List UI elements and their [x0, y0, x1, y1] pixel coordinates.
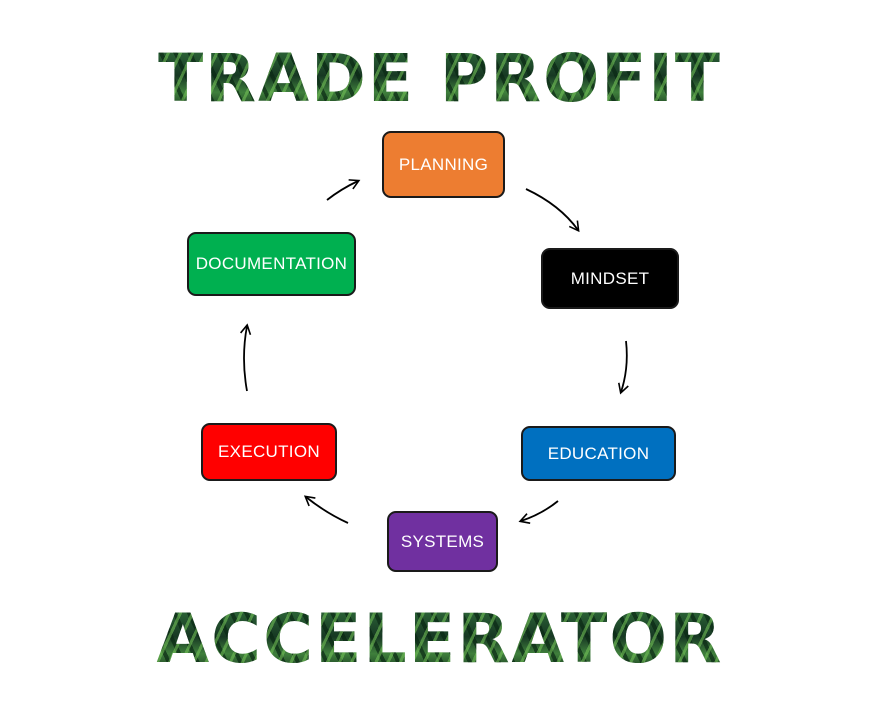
- arrow-execution-to-documentation: [239, 323, 252, 392]
- node-execution: EXECUTION: [201, 423, 337, 481]
- node-planning: PLANNING: [382, 131, 505, 198]
- node-documentation: DOCUMENTATION: [187, 232, 356, 296]
- arrow-mindset-to-education: [617, 340, 629, 395]
- arrow-planning-to-mindset: [525, 188, 580, 233]
- arrow-documentation-to-planning: [326, 179, 361, 201]
- node-education: EDUCATION: [521, 426, 676, 481]
- node-systems: SYSTEMS: [387, 511, 498, 572]
- node-mindset: MINDSET: [541, 248, 679, 309]
- arrow-education-to-systems: [518, 500, 559, 524]
- title-accelerator: ACCELERATOR: [0, 606, 880, 674]
- title-trade-profit: TRADE PROFIT: [0, 46, 880, 112]
- arrow-systems-to-execution: [303, 495, 349, 524]
